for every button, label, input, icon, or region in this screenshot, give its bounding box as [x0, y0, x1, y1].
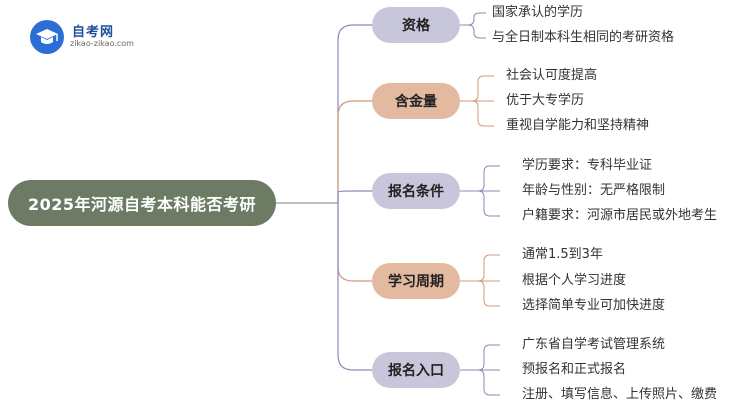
leaf-text: 注册、填写信息、上传照片、缴费 — [522, 387, 718, 402]
leaf-text: 年龄与性别：无严格限制 — [522, 183, 666, 198]
leaf-text: 预报名和正式报名 — [522, 362, 627, 377]
branch-qualification: 资格 — [372, 7, 460, 43]
leaf-text: 社会认可度提高 — [506, 68, 598, 83]
leaf-text: 根据个人学习进度 — [522, 273, 627, 288]
leaf-text: 国家承认的学历 — [492, 5, 584, 20]
connector-branch-2 — [337, 100, 372, 203]
leaf-text: 与全日制本科生相同的考研资格 — [492, 30, 675, 45]
site-logo[interactable]: 自考网 zikao-zikao.com — [30, 20, 170, 56]
connector-branch-3 — [337, 190, 372, 203]
connector-branch-5 — [337, 203, 372, 371]
leaf-text: 广东省自学考试管理系统 — [522, 337, 666, 352]
branch-value: 含金量 — [372, 83, 460, 119]
leaf-text: 选择简单专业可加快进度 — [522, 298, 666, 313]
logo-name: 自考网 — [72, 25, 115, 40]
connector-branch-4 — [337, 203, 372, 282]
leaf-text: 优于大专学历 — [506, 93, 585, 108]
leaf-text: 户籍要求：河源市居民或外地考生 — [522, 208, 718, 223]
branch-registration-conditions: 报名条件 — [372, 173, 460, 209]
root-topic: 2025年河源自考本科能否考研 — [8, 180, 276, 226]
leaf-text: 学历要求：专科毕业证 — [522, 158, 653, 173]
leaf-text: 重视自学能力和坚持精神 — [506, 118, 650, 133]
branch-registration-entry: 报名入口 — [372, 352, 460, 388]
leaf-text: 通常1.5到3年 — [522, 247, 603, 262]
logo-url: zikao-zikao.com — [70, 39, 134, 48]
branch-study-period: 学习周期 — [372, 263, 460, 299]
connector-branch-1 — [337, 24, 372, 203]
graduation-cap-icon — [30, 20, 64, 54]
